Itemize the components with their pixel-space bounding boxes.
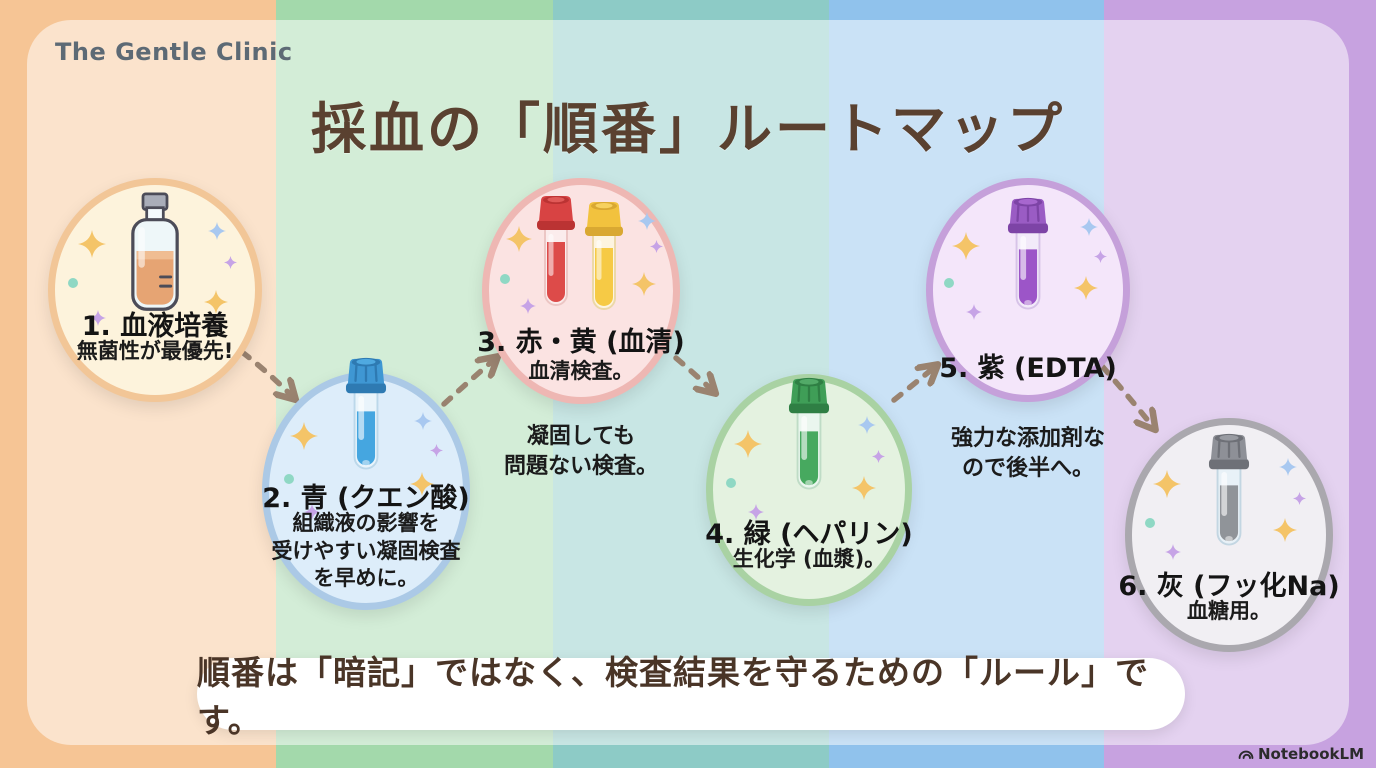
sparkle-decoration — [48, 178, 262, 402]
sparkle-icon — [638, 212, 656, 230]
sparkle-icon — [952, 232, 980, 260]
step-3-caption: 凝固しても 問題ない検査。 — [503, 424, 658, 479]
notebooklm-watermark: NotebookLM — [1238, 745, 1364, 763]
step-5-caption: 強力な添加剤な ので後半へ。 — [950, 426, 1105, 481]
sparkle-icon — [734, 430, 762, 458]
sparkle-icon — [506, 226, 532, 252]
step-4-green-heparin: 4. 緑 (ヘパリン) 生化学 (血漿)。 — [705, 374, 913, 606]
blue-tube-icon — [345, 357, 387, 470]
notebooklm-logo-icon — [1238, 750, 1254, 759]
step-4-body: 生化学 (血漿)。 — [732, 547, 886, 571]
panel-white-overlay — [27, 20, 1349, 745]
step-6-body: 血糖用。 — [1187, 599, 1271, 623]
arrow-step5-step6 — [1099, 363, 1154, 428]
step-5-title: 5. 紫 (EDTA) — [939, 353, 1117, 384]
step-3-red-yellow-serum: 3. 赤・黄 (血清) 血清検査。 凝固しても 問題ない検査。 — [477, 178, 685, 479]
arrow-step4-step5 — [891, 366, 936, 403]
sparkle-dot-icon — [726, 478, 736, 488]
sparkle-icon — [748, 504, 764, 520]
step-3-title: 3. 赤・黄 (血清) — [477, 327, 685, 358]
arrow-step2-step3 — [441, 358, 496, 407]
sparkle-icon — [1153, 470, 1181, 498]
arrow-step3-step4 — [673, 355, 714, 392]
step-6-title: 6. 灰 (フッ化Na) — [1118, 571, 1340, 602]
bottom-banner: 順番は「暗記」ではなく、検査結果を守るための「ルール」です。 — [197, 653, 1185, 740]
sparkle-dot-icon — [944, 278, 954, 288]
sparkle-icon — [1273, 518, 1297, 542]
red-yellow-tubes-icon — [537, 196, 623, 310]
sparkle-decoration — [482, 178, 680, 404]
sparkle-icon — [290, 422, 318, 450]
step-2-title: 2. 青 (クエン酸) — [262, 483, 470, 514]
sparkle-icon — [78, 230, 106, 258]
sparkle-icon — [410, 472, 434, 496]
sparkle-dot-icon — [68, 278, 78, 288]
sparkle-icon — [966, 304, 982, 320]
sparkle-icon — [1080, 218, 1098, 236]
sparkle-decoration — [706, 374, 912, 606]
sparkle-icon — [224, 256, 237, 269]
sparkle-icon — [414, 412, 432, 430]
green-tube-icon — [788, 377, 830, 490]
sparkle-dot-icon — [500, 274, 510, 284]
gray-tube-icon — [1208, 433, 1250, 546]
step-3-body: 血清検査。 — [528, 359, 634, 383]
step-1-body: 無菌性が最優先! — [76, 339, 234, 363]
sparkle-dot-icon — [1145, 518, 1155, 528]
sparkle-icon — [1293, 492, 1306, 505]
sparkle-icon — [204, 290, 228, 314]
step-1-title: 1. 血液培養 — [81, 311, 229, 342]
watermark-label: NotebookLM — [1257, 745, 1364, 763]
step-2-body: 組織液の影響を 受けやすい凝固検査 を早めに。 — [271, 511, 461, 591]
sparkle-decoration — [1125, 418, 1333, 652]
sparkle-icon — [90, 310, 106, 326]
sparkle-icon — [1074, 276, 1098, 300]
sparkle-decoration — [926, 178, 1130, 402]
clinic-logo: The Gentle Clinic — [55, 38, 293, 66]
sparkle-icon — [208, 222, 226, 240]
sparkle-icon — [650, 240, 663, 253]
sparkle-icon — [852, 476, 876, 500]
sparkle-icon — [1279, 458, 1297, 476]
arrow-step1-step2 — [239, 349, 294, 398]
sparkle-icon — [1165, 544, 1181, 560]
page-title: 採血の「順番」ルートマップ — [310, 97, 1065, 161]
purple-tube-icon — [1007, 197, 1049, 310]
sparkle-icon — [632, 272, 656, 296]
sparkle-icon — [858, 416, 876, 434]
banner-text: 順番は「暗記」ではなく、検査結果を守るための「ルール」です。 — [197, 653, 1149, 740]
blood-culture-bottle-icon — [131, 192, 179, 311]
sparkle-icon — [430, 444, 443, 457]
step-4-title: 4. 緑 (ヘパリン) — [705, 519, 913, 550]
step-5-purple-edta: 5. 紫 (EDTA) 強力な添加剤な ので後半へ。 — [926, 178, 1130, 481]
sparkle-icon — [304, 504, 320, 520]
sparkle-dot-icon — [284, 474, 294, 484]
step-6-gray-naf: 6. 灰 (フッ化Na) 血糖用。 — [1118, 418, 1340, 652]
sparkle-icon — [1094, 250, 1107, 263]
sparkle-decoration — [262, 372, 470, 610]
step-2-blue-citrate: 2. 青 (クエン酸) 組織液の影響を 受けやすい凝固検査 を早めに。 — [262, 357, 470, 610]
step-1-blood-culture: 1. 血液培養 無菌性が最優先! — [48, 178, 262, 402]
sparkle-icon — [872, 450, 885, 463]
sparkle-icon — [520, 298, 536, 314]
